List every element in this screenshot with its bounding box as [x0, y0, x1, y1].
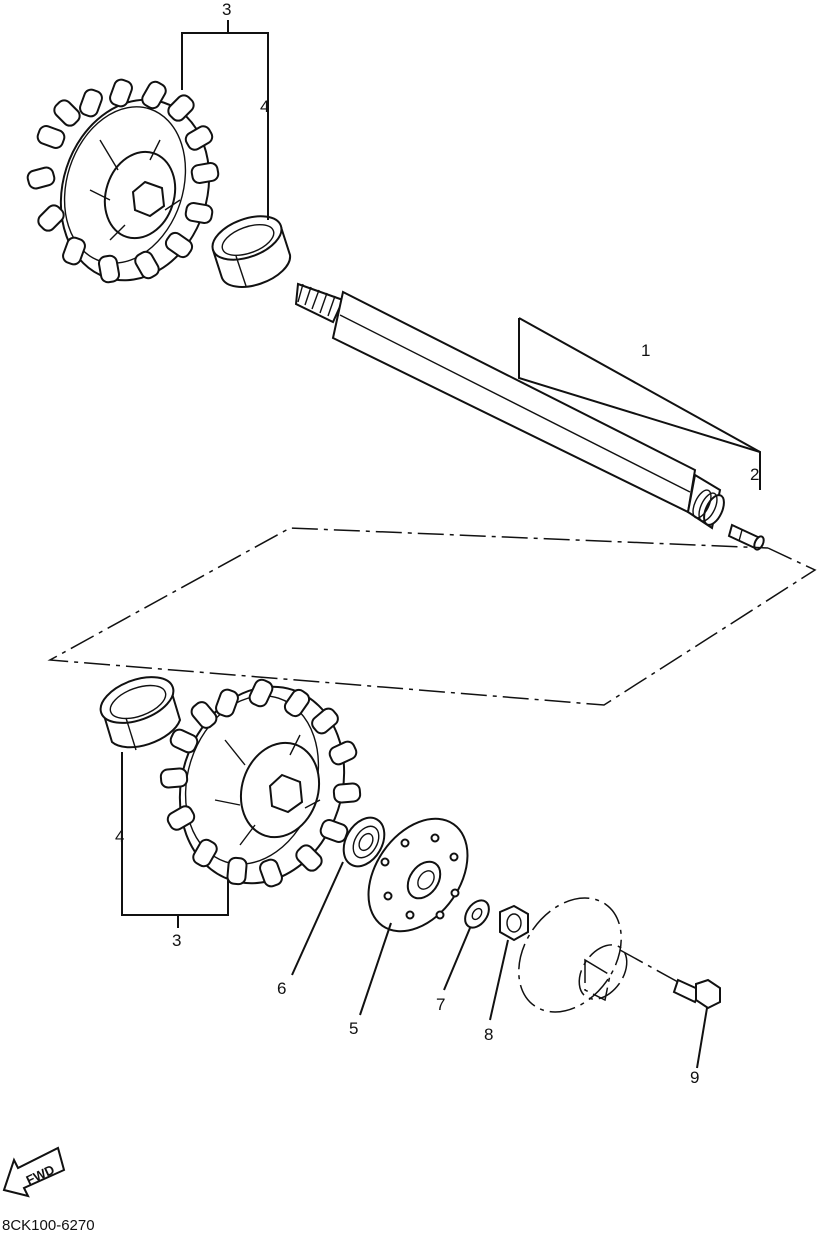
- brake-disc: [367, 817, 469, 933]
- fwd-arrow-icon: FWD: [2, 1146, 66, 1198]
- bottom-leader-lines: [121, 752, 708, 1069]
- label-9: 9: [690, 1068, 699, 1087]
- label-top-3: 3: [222, 0, 231, 19]
- nut: [499, 904, 529, 942]
- washer: [464, 899, 490, 929]
- alignment-dash-line: [47, 527, 817, 706]
- diagram-code: 8CK100-6270: [2, 1217, 95, 1234]
- bottom-sprocket: [159, 678, 362, 888]
- label-2: 2: [750, 465, 759, 484]
- drive-shaft: [294, 282, 725, 530]
- label-1: 1: [641, 341, 650, 360]
- label-top-4: 4: [260, 97, 269, 116]
- hub-flange: [518, 897, 628, 1013]
- label-7: 7: [436, 995, 445, 1014]
- top-bushing: [211, 215, 292, 288]
- top-sprocket: [26, 78, 220, 284]
- label-6: 6: [277, 979, 286, 998]
- pin: [727, 523, 765, 551]
- label-5: 5: [349, 1019, 358, 1038]
- bearing: [342, 816, 386, 868]
- bottom-bushing: [99, 676, 182, 751]
- label-bottom-3: 3: [172, 931, 181, 950]
- label-8: 8: [484, 1025, 493, 1044]
- label-bottom-4: 4: [115, 827, 124, 846]
- top-leader-lines: [181, 20, 761, 490]
- bolt: [619, 949, 721, 1010]
